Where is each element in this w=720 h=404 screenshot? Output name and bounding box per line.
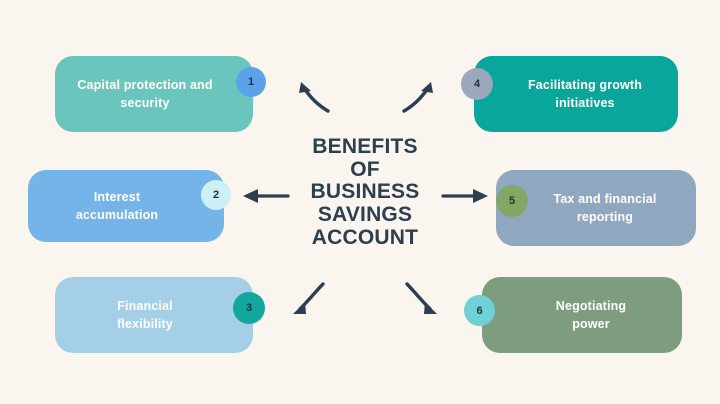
benefit-badge-2: 2 (201, 180, 231, 210)
benefit-badge-5-number: 5 (508, 195, 516, 207)
benefit-card-2-label: Interest accumulation (75, 189, 159, 222)
arrow-top-left-icon (288, 74, 334, 114)
benefit-card-6[interactable]: Negotiating power (482, 277, 682, 353)
benefit-card-4-label: Facilitating growth initiatives (528, 77, 642, 110)
benefit-badge-1-number: 1 (247, 76, 255, 88)
diagram-center-title: BENEFITS OF BUSINESS SAVINGS ACCOUNT (310, 135, 420, 249)
benefit-badge-4-number: 4 (473, 78, 481, 90)
benefit-badge-4: 4 (461, 68, 493, 100)
benefit-card-2[interactable]: Interest accumulation (28, 170, 224, 242)
benefit-badge-5: 5 (496, 185, 528, 217)
benefit-badge-6-number: 6 (476, 304, 483, 317)
arrow-top-right-icon (398, 74, 444, 114)
benefit-badge-2-number: 2 (212, 189, 220, 201)
benefit-badge-1: 1 (236, 67, 266, 97)
benefit-card-1-label: Capital protection and security (77, 77, 213, 110)
benefit-card-1[interactable]: Capital protection and security (55, 56, 253, 132)
benefit-card-6-label: Negotiating power (555, 298, 627, 331)
benefit-card-4[interactable]: Facilitating growth initiatives (474, 56, 678, 132)
arrow-middle-right-icon (441, 187, 488, 205)
benefit-card-5-label: Tax and financial reporting (553, 191, 657, 224)
benefit-card-5[interactable]: Tax and financial reporting (496, 170, 696, 246)
arrow-bottom-left-icon (280, 281, 328, 321)
benefit-badge-6: 6 (464, 295, 495, 326)
benefit-badge-3-number: 3 (245, 302, 253, 314)
benefit-card-3-label: Financial flexibility (117, 298, 173, 331)
benefit-badge-3: 3 (233, 292, 265, 324)
benefit-card-3[interactable]: Financial flexibility (55, 277, 253, 353)
arrow-bottom-right-icon (402, 281, 450, 321)
arrow-middle-left-icon (243, 187, 290, 205)
